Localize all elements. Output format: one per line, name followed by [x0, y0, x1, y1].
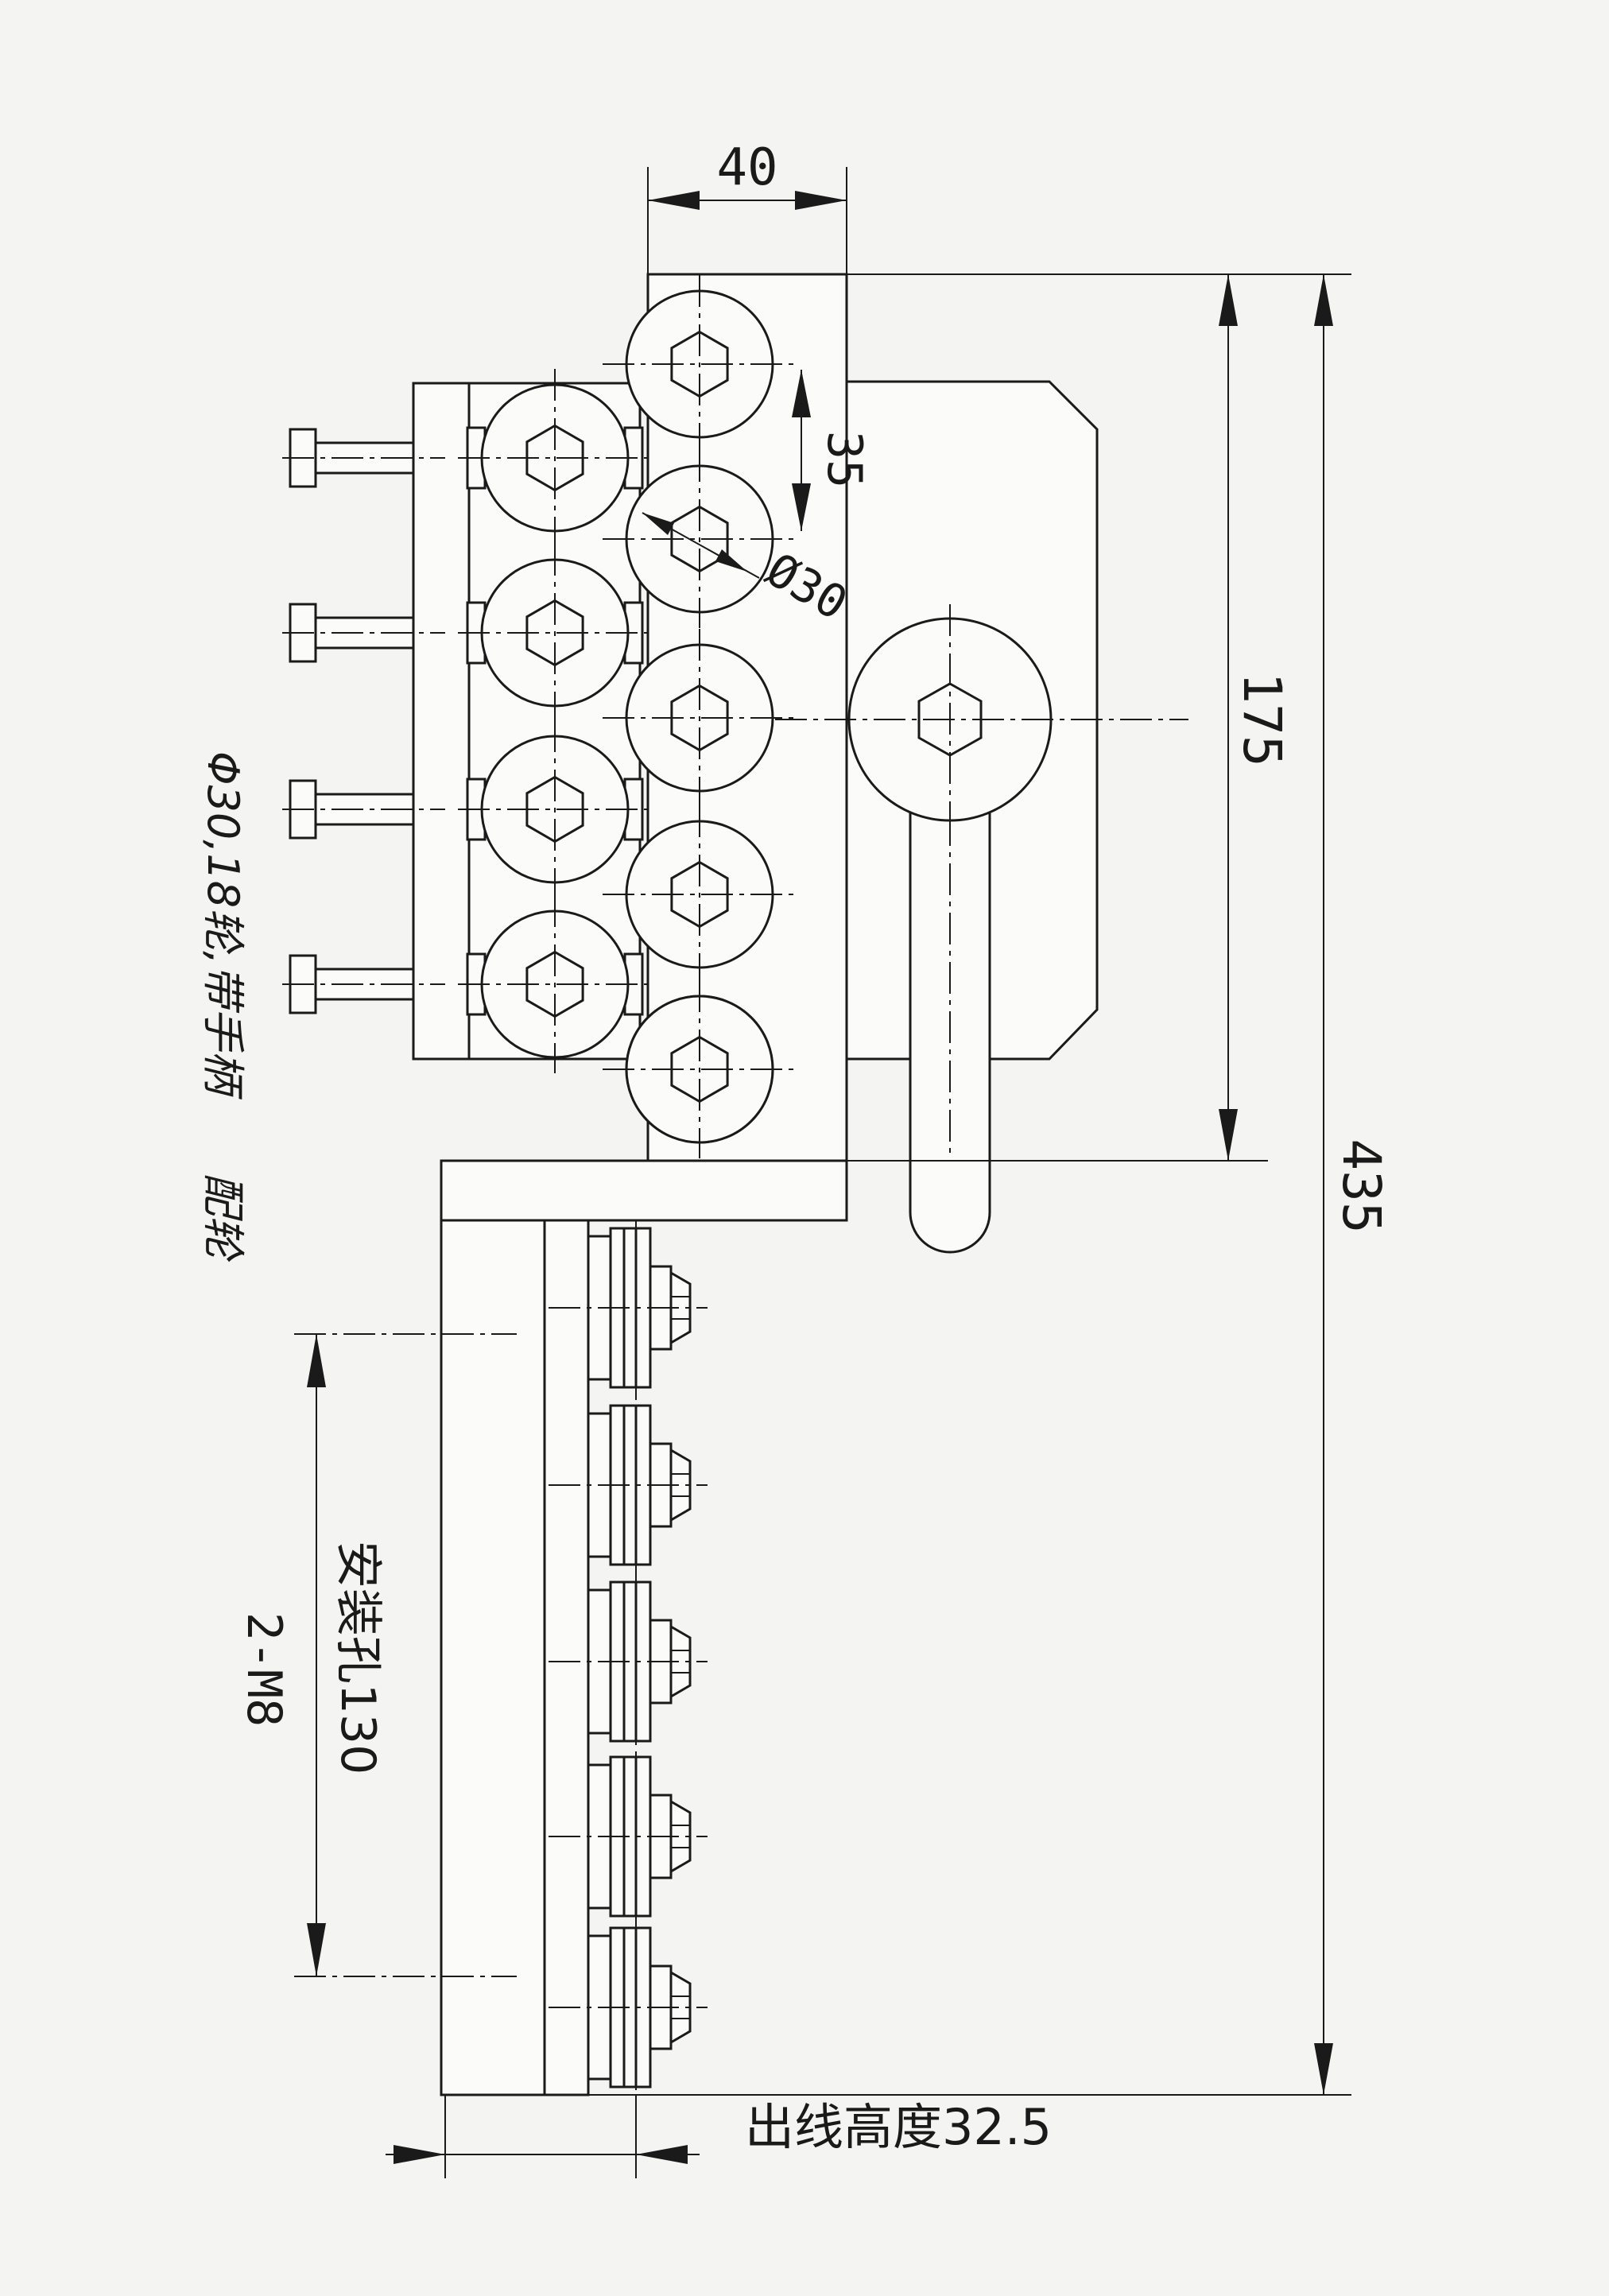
- lower-roller-plate: [543, 1219, 590, 2096]
- dimension-width: 40: [647, 138, 847, 274]
- dimension-height-upper-label: 175: [1231, 672, 1293, 766]
- dimension-pitch-label: 35: [816, 431, 872, 488]
- roller: [458, 544, 652, 722]
- dimension-outlet-height: 出线高度32.5: [386, 2095, 1052, 2178]
- adjusting-bolt: [282, 779, 445, 840]
- outlet-height-label: 出线高度32.5: [745, 2098, 1052, 2156]
- handle-roller: [775, 604, 1188, 835]
- adjusting-bolt: [282, 603, 445, 663]
- left-roller-column: [458, 369, 652, 1073]
- base-plate-horizontal: [440, 1159, 848, 1222]
- guide-bearing: [549, 1227, 708, 1389]
- adjusting-bolt: [282, 428, 445, 488]
- roller: [603, 629, 797, 807]
- adjusting-bolts: [282, 428, 445, 1014]
- roller: [603, 450, 797, 628]
- dimension-height-upper: 175: [847, 273, 1293, 1162]
- dimension-width-label: 40: [716, 138, 777, 197]
- right-roller-column: [603, 275, 797, 1158]
- mount-hole-thread-label: 2-M8: [236, 1612, 292, 1728]
- lower-roller-row: [549, 1220, 708, 2178]
- dimension-pitch: 35: [792, 370, 872, 531]
- roller: [603, 980, 797, 1158]
- dimension-height-total: 435: [445, 273, 1392, 2096]
- diameter-leader: [642, 512, 760, 579]
- roller: [603, 805, 797, 983]
- adjusting-bolt: [282, 954, 445, 1014]
- guide-bearing: [549, 1926, 708, 2089]
- roller: [458, 369, 652, 547]
- dimension-height-total-label: 435: [1331, 1138, 1392, 1233]
- extra-note: 配轮: [198, 1173, 248, 1262]
- roller-spec-note: Φ30,18轮,带手柄: [198, 751, 248, 1100]
- base-plate-vertical: [440, 1219, 546, 2096]
- dimension-mount-holes: 安装孔130 2-M8: [236, 1333, 517, 1977]
- guide-bearing: [549, 1404, 708, 1566]
- guide-bearing: [549, 1580, 708, 1743]
- roller: [458, 720, 652, 898]
- mount-hole-spacing-label: 安装孔130: [330, 1541, 386, 1775]
- guide-bearing: [549, 1755, 708, 1918]
- roller: [458, 895, 652, 1073]
- side-plate: [412, 382, 471, 1061]
- roller: [603, 275, 797, 453]
